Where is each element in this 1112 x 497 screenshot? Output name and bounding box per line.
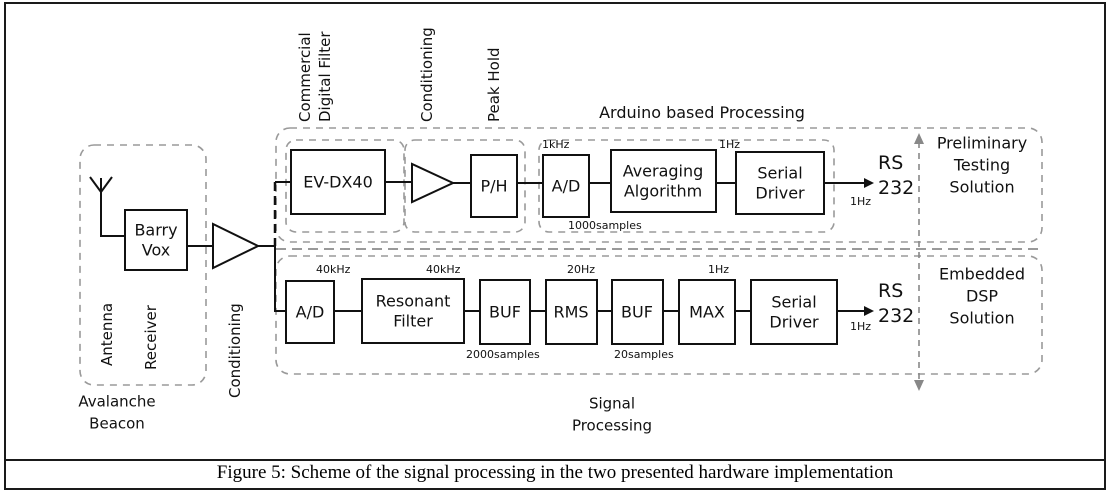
rate-top-avg: 1Hz: [719, 138, 740, 151]
conditioning-top-label: Conditioning: [418, 27, 436, 122]
group-arduino-core: [538, 139, 835, 233]
block-buf-1: BUF: [479, 279, 531, 345]
block-ad-bottom: A/D: [285, 280, 335, 344]
arrow-bottom-output-icon: [864, 306, 874, 316]
caption-separator: [4, 459, 1106, 461]
rate-top-ad: 1kHz: [542, 138, 570, 151]
block-rms: RMS: [545, 279, 598, 345]
amplifier-top-icon: [411, 162, 456, 204]
block-ev-dx40-label: EV-DX40: [303, 173, 373, 192]
block-rms-label: RMS: [553, 303, 588, 322]
samples-bottom-b: 20samples: [614, 348, 674, 361]
rate-bottom-1hz: 1Hz: [708, 263, 729, 276]
group-dsp-processing: [275, 255, 1043, 375]
block-ad-top: A/D: [542, 154, 590, 218]
samples-top: 1000samples: [568, 219, 642, 232]
arduino-group-title: Arduino based Processing: [599, 103, 805, 122]
group-avalanche-beacon: [79, 144, 207, 386]
receiver-label: Receiver: [142, 304, 160, 370]
arrow-up-icon: [914, 133, 924, 144]
amplifier-main-icon: [212, 222, 261, 270]
wire-to-bottom-chain: [274, 246, 286, 312]
block-buf-2: BUF: [611, 279, 664, 345]
block-buf-1-label: BUF: [489, 303, 521, 322]
antenna-icon: [89, 176, 125, 237]
group-conditioning-peak: [404, 139, 526, 233]
block-ad-top-label: A/D: [552, 177, 581, 196]
block-max-label: MAX: [689, 303, 725, 322]
figure-caption: Figure 5: Scheme of the signal processin…: [216, 462, 894, 483]
block-ev-dx40: EV-DX40: [290, 149, 386, 215]
block-max: MAX: [678, 279, 736, 345]
output-bottom-rate: 1Hz: [850, 320, 871, 333]
block-peak-hold: P/H: [470, 154, 518, 218]
output-top-rate: 1Hz: [850, 195, 871, 208]
rate-bottom-40k-a: 40kHz: [316, 263, 351, 276]
conditioning-main-label: Conditioning: [226, 303, 244, 398]
figure-frame: [4, 2, 1106, 490]
block-buf-2-label: BUF: [621, 303, 653, 322]
rate-bottom-20hz: 20Hz: [567, 263, 595, 276]
arrow-top-output-icon: [864, 178, 874, 188]
peak-hold-label: Peak Hold: [485, 47, 503, 122]
rate-bottom-40k-b: 40kHz: [426, 263, 461, 276]
samples-bottom-a: 2000samples: [466, 348, 540, 361]
block-peak-hold-label: P/H: [480, 177, 507, 196]
block-ad-bottom-label: A/D: [296, 303, 325, 322]
arrow-down-icon: [914, 380, 924, 391]
group-commercial-filter: [285, 139, 405, 233]
antenna-label: Antenna: [98, 303, 116, 366]
